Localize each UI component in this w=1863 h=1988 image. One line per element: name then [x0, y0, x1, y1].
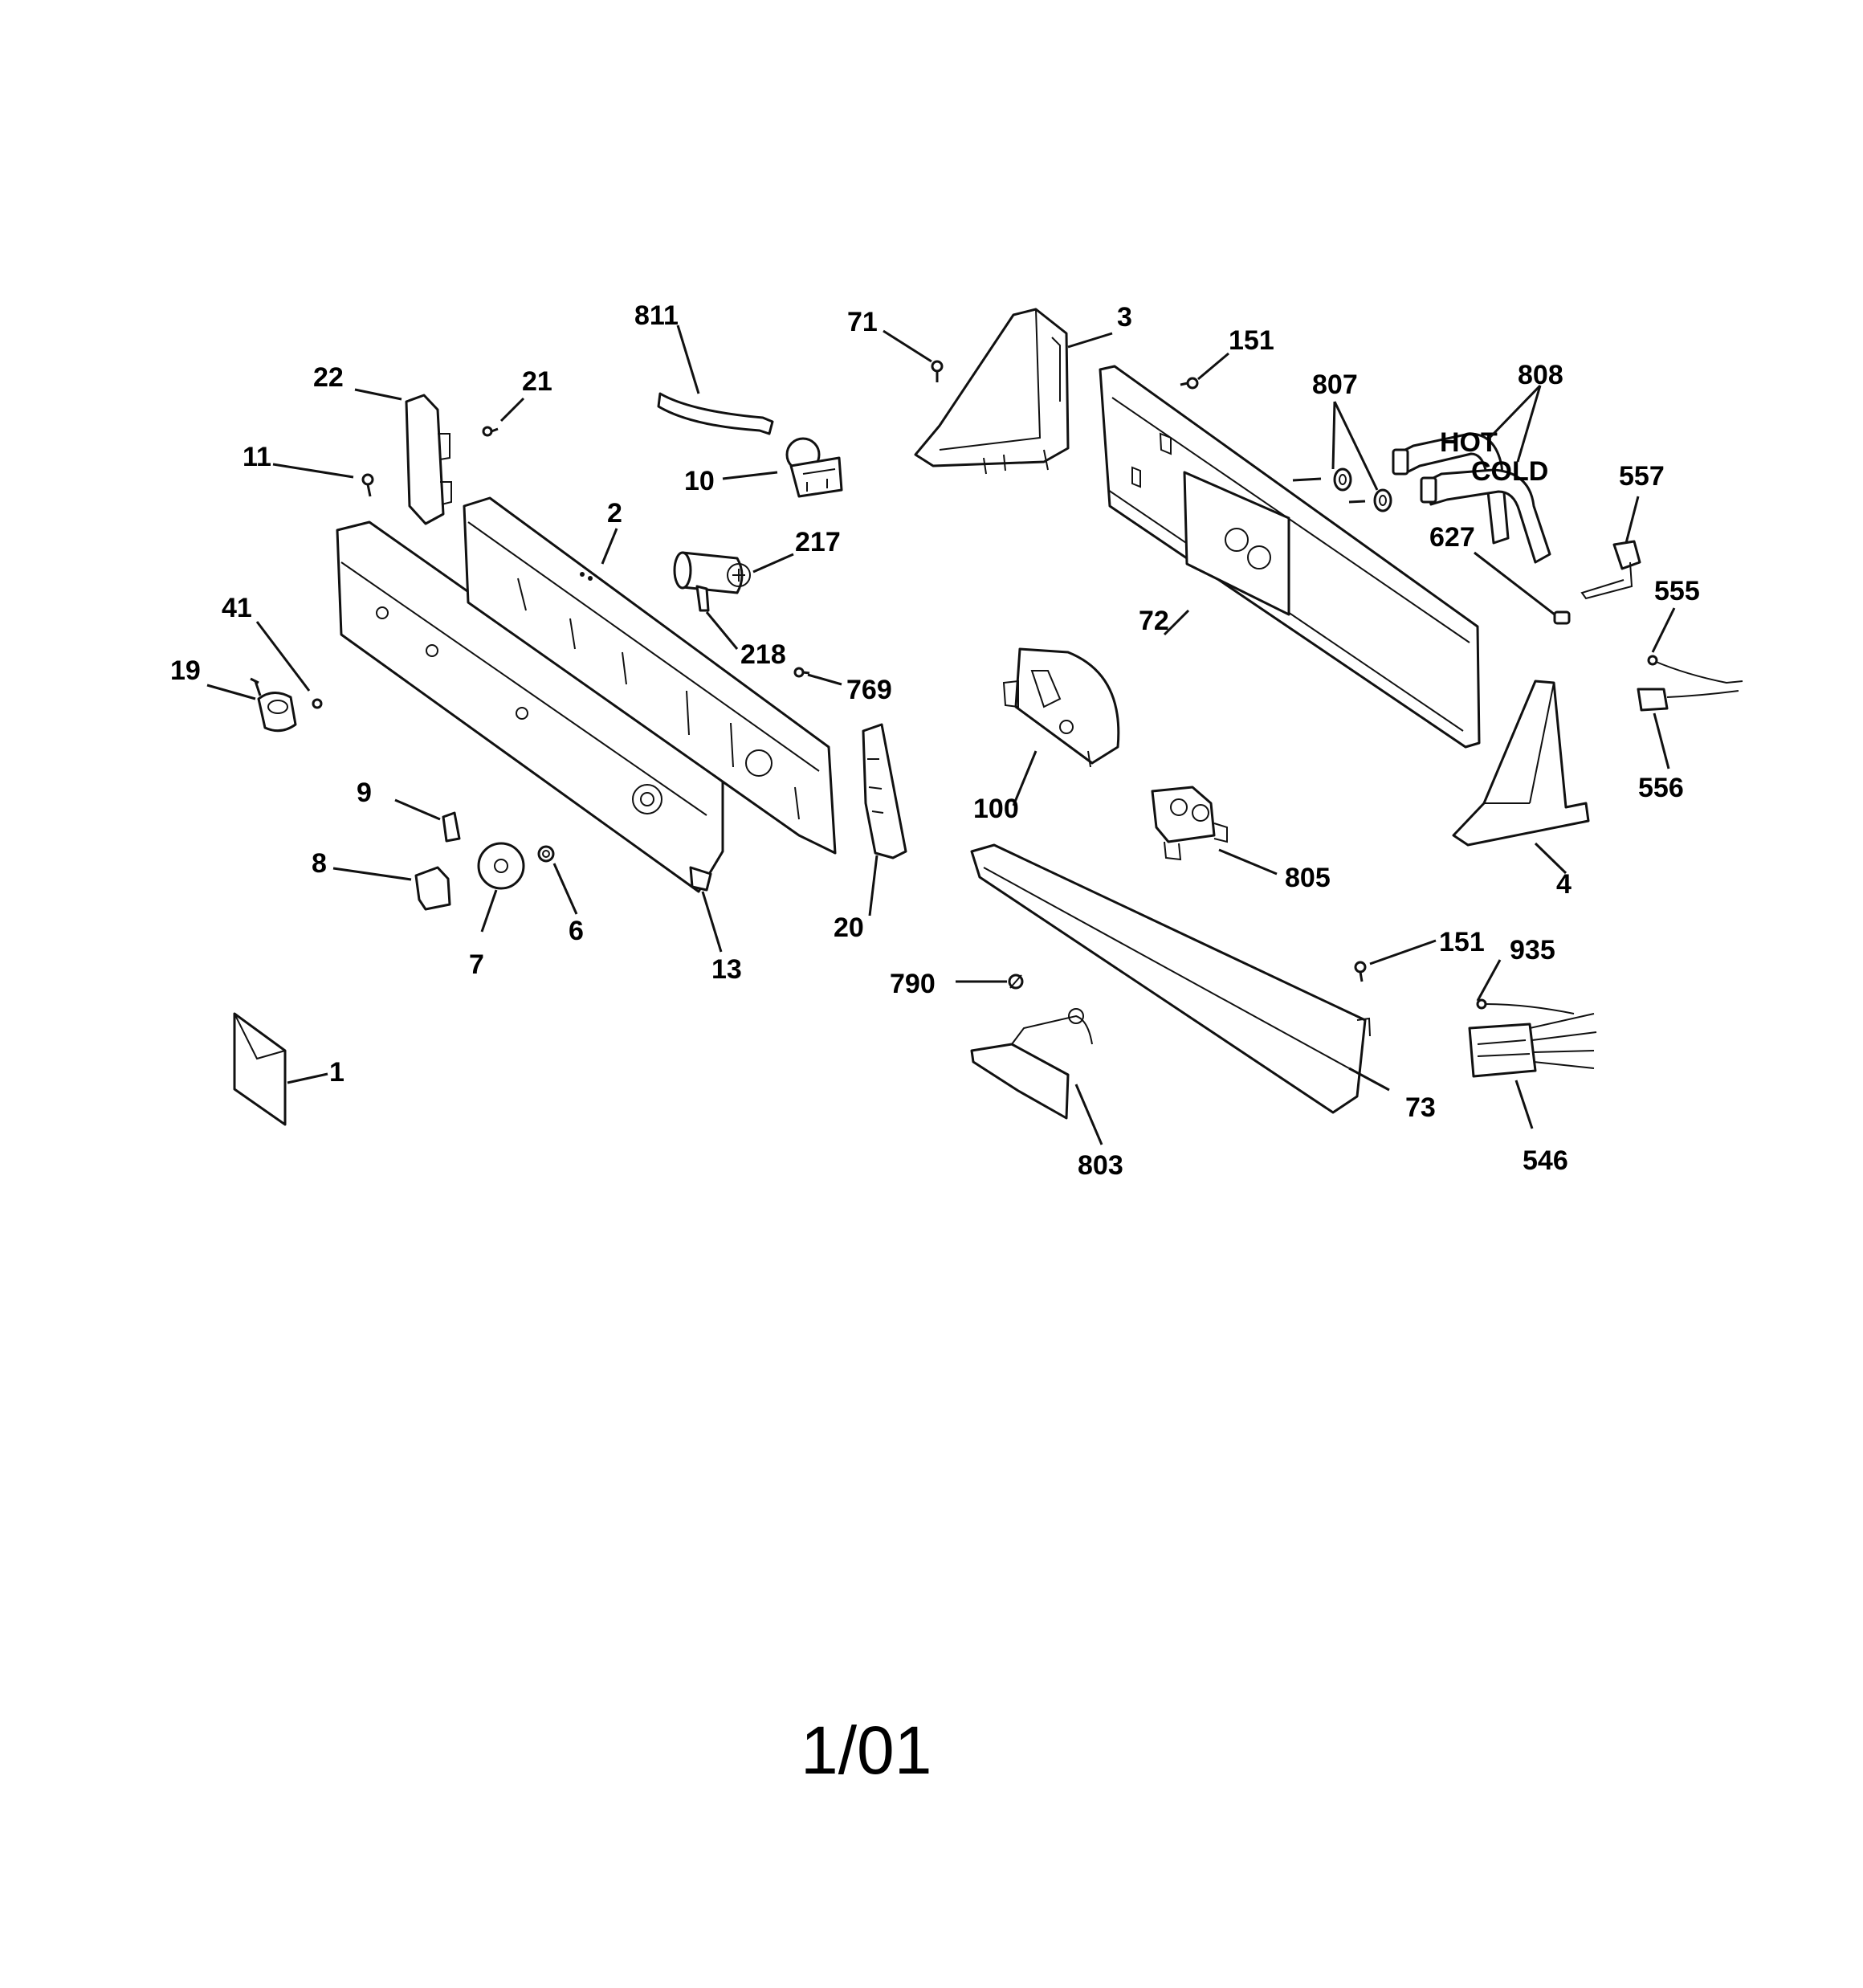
- callout-100: 100: [973, 794, 1019, 824]
- callout-218: 218: [740, 639, 786, 670]
- callout-22: 22: [313, 362, 344, 393]
- callout-769: 769: [846, 675, 892, 705]
- callout-19: 19: [170, 655, 201, 686]
- callout-556: 556: [1638, 773, 1684, 803]
- part-1-literature-envelope: [233, 1012, 287, 1126]
- callout-807: 807: [1312, 369, 1358, 400]
- part-19-knob: [257, 692, 297, 733]
- callout-11: 11: [243, 442, 271, 472]
- part-13-control-panel: [336, 520, 724, 893]
- page-code: 1/01: [801, 1712, 932, 1788]
- part-811-hose: [657, 392, 774, 435]
- part-6-nut: [537, 845, 555, 863]
- callout-20: 20: [834, 912, 864, 943]
- part-11-screw: [361, 473, 374, 497]
- part-935-wire-lead: [1476, 998, 1575, 1014]
- callout-805: 805: [1285, 863, 1331, 893]
- callout-1: 1: [329, 1057, 344, 1088]
- callout-21: 21: [522, 366, 552, 397]
- part-555-wire-lead: [1647, 655, 1743, 684]
- callout-217: 217: [795, 527, 841, 557]
- part-20-end-cap: [862, 723, 907, 859]
- part-9-spring-clip: [442, 811, 461, 843]
- callout-627: 627: [1429, 522, 1475, 553]
- hot-marking: HOT: [1440, 427, 1498, 458]
- part-790-clamp: [1008, 974, 1024, 990]
- callout-808: 808: [1518, 360, 1563, 390]
- part-73-rear-support: [970, 843, 1371, 1114]
- callout-labels: 811 71 3 151 22 21 807 808 11 10 557 2 6…: [170, 300, 1700, 1181]
- part-21-screw: [482, 426, 499, 437]
- part-217-capacitor: [673, 551, 751, 594]
- part-151-screw-lower: [1354, 961, 1367, 982]
- part-71-screw: [931, 360, 944, 382]
- part-218-capacitor-bracket: [695, 585, 710, 612]
- callout-557: 557: [1619, 461, 1665, 492]
- part-10-pressure-switch: [785, 437, 843, 498]
- leader-lines: [206, 325, 1676, 1145]
- callout-13: 13: [711, 954, 742, 985]
- callout-9: 9: [357, 778, 372, 808]
- callout-803: 803: [1078, 1150, 1123, 1181]
- callout-3: 3: [1117, 302, 1132, 333]
- part-2-mounting-bracket: [463, 496, 837, 855]
- callout-8: 8: [312, 848, 327, 879]
- callout-6: 6: [569, 916, 584, 946]
- part-546-wire-harness: [1468, 1013, 1597, 1078]
- part-627-strain-relief: [1553, 610, 1571, 625]
- part-72-backsplash: [1099, 365, 1481, 749]
- part-557-power-plug: [1580, 540, 1641, 600]
- callout-151-lower: 151: [1439, 927, 1485, 957]
- part-7-dial: [477, 842, 525, 890]
- part-803-sump-heater: [970, 1008, 1093, 1120]
- part-807-washer-b: [1373, 488, 1392, 512]
- callout-41: 41: [222, 593, 252, 623]
- part-4-rear-bracket: [1452, 680, 1590, 847]
- callout-10: 10: [684, 466, 715, 496]
- callout-790: 790: [890, 969, 936, 999]
- callout-151-upper: 151: [1229, 325, 1274, 356]
- callout-811: 811: [634, 300, 679, 331]
- part-41-clip: [312, 698, 323, 709]
- part-808-inlet-hoses: HOT COLD: [1392, 427, 1551, 564]
- part-807-washer-a: [1333, 467, 1352, 492]
- callout-71: 71: [847, 307, 878, 337]
- part-556-connector: [1637, 688, 1739, 712]
- callout-72: 72: [1139, 606, 1169, 636]
- part-769-screw: [793, 667, 810, 678]
- part-805-water-valve: [1151, 786, 1228, 861]
- cold-marking: COLD: [1471, 456, 1548, 487]
- callout-7: 7: [469, 949, 484, 980]
- callout-4: 4: [1556, 869, 1572, 900]
- part-22-end-bracket: [405, 394, 452, 525]
- part-151-screw-upper: [1180, 377, 1199, 390]
- part-3-rear-bracket: [914, 308, 1070, 475]
- callout-73: 73: [1405, 1092, 1436, 1123]
- callout-546: 546: [1523, 1145, 1568, 1176]
- part-100-timer: [1002, 647, 1120, 768]
- part-8-knob: [414, 866, 451, 911]
- callout-2: 2: [607, 498, 622, 529]
- callout-935: 935: [1510, 935, 1555, 965]
- callout-555: 555: [1654, 576, 1700, 606]
